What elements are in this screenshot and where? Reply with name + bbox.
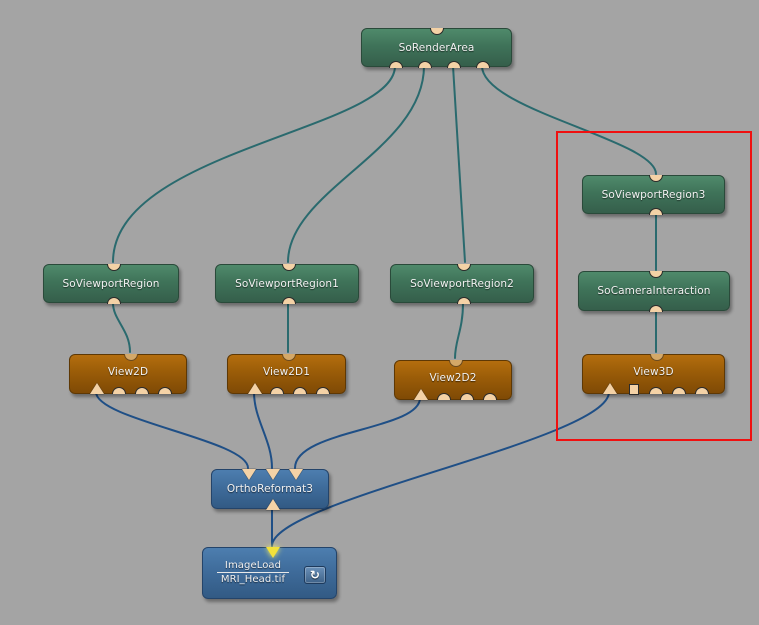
- node-view2d2[interactable]: View2D2: [394, 360, 512, 400]
- output-port[interactable]: [107, 297, 121, 304]
- wire-renderarea-viewportregion2: [452, 65, 466, 263]
- output-port[interactable]: [158, 387, 172, 394]
- node-label: View2D1: [262, 366, 311, 378]
- node-label: SoViewportRegion: [62, 277, 160, 290]
- output-port[interactable]: [242, 469, 256, 480]
- node-orthoreformat3[interactable]: OrthoReformat3: [211, 469, 329, 510]
- reload-button[interactable]: ↻: [304, 566, 326, 584]
- node-view2d[interactable]: View2D: [69, 354, 187, 394]
- node-sorenderarea[interactable]: SoRenderArea: [361, 28, 512, 68]
- node-view3d[interactable]: View3D: [582, 354, 725, 395]
- node-socamerainteraction[interactable]: SoCameraInteraction: [578, 271, 730, 312]
- imageload-text: ImageLoad MRI_Head.tif: [217, 560, 289, 585]
- output-port[interactable]: [695, 387, 709, 394]
- input-port[interactable]: [457, 264, 471, 271]
- inventor-input-port[interactable]: [449, 360, 463, 367]
- node-soviewportregion1[interactable]: SoViewportRegion1: [215, 264, 359, 304]
- output-port[interactable]: [649, 208, 663, 215]
- output-port[interactable]: [476, 61, 490, 68]
- node-soviewportregion2[interactable]: SoViewportRegion2: [390, 264, 534, 304]
- node-view2d1[interactable]: View2D1: [227, 354, 346, 394]
- base-input-port[interactable]: [629, 384, 639, 395]
- wire-viewportregion2-view2d2: [454, 302, 464, 359]
- output-port[interactable]: [316, 387, 330, 394]
- image-input-port[interactable]: [90, 383, 104, 394]
- output-port[interactable]: [270, 387, 284, 394]
- wire-view2d-orthoreformat: [95, 391, 249, 469]
- wire-renderarea-viewportregion1: [287, 65, 425, 263]
- input-port[interactable]: [649, 271, 663, 278]
- file-name: MRI_Head.tif: [220, 574, 286, 585]
- wire-view2d2-orthoreformat: [294, 397, 421, 469]
- node-label: SoViewportRegion2: [410, 277, 514, 290]
- node-soviewportregion3[interactable]: SoViewportRegion3: [582, 175, 725, 215]
- output-port[interactable]: [418, 61, 432, 68]
- wire-viewportregion-view2d: [112, 302, 131, 353]
- output-port[interactable]: [389, 61, 403, 68]
- input-port[interactable]: [430, 28, 444, 35]
- wire-renderarea-viewportregion: [112, 65, 396, 263]
- reload-icon: ↻: [309, 568, 321, 582]
- output-port[interactable]: [112, 387, 126, 394]
- node-label: View2D: [107, 366, 149, 378]
- output-port[interactable]: [293, 387, 307, 394]
- wire-renderarea-viewportregion3: [481, 65, 657, 175]
- image-input-port[interactable]: [603, 383, 617, 394]
- output-port[interactable]: [282, 297, 296, 304]
- wire-imageload-view3d: [271, 391, 610, 547]
- node-label: SoViewportRegion3: [601, 188, 706, 201]
- output-port[interactable]: [266, 547, 280, 558]
- output-port[interactable]: [483, 393, 497, 400]
- output-port[interactable]: [447, 61, 461, 68]
- image-input-port[interactable]: [266, 499, 280, 510]
- node-imageload[interactable]: ImageLoad MRI_Head.tif ↻: [202, 547, 337, 599]
- node-label: View3D: [633, 366, 674, 378]
- node-label: SoViewportRegion1: [235, 277, 339, 290]
- inventor-input-port[interactable]: [650, 354, 664, 361]
- output-port[interactable]: [135, 387, 149, 394]
- node-soviewportregion[interactable]: SoViewportRegion: [43, 264, 179, 304]
- output-port[interactable]: [460, 393, 474, 400]
- input-port[interactable]: [282, 264, 296, 271]
- node-label: SoCameraInteraction: [597, 285, 711, 297]
- input-port[interactable]: [107, 264, 121, 271]
- image-input-port[interactable]: [414, 389, 428, 400]
- wire-view2d1-orthoreformat: [253, 391, 273, 469]
- node-label: OrthoReformat3: [226, 483, 314, 495]
- output-port[interactable]: [289, 469, 303, 480]
- output-port[interactable]: [437, 393, 451, 400]
- output-port[interactable]: [457, 297, 471, 304]
- output-port[interactable]: [266, 469, 280, 480]
- output-port[interactable]: [649, 387, 663, 394]
- output-port[interactable]: [649, 305, 663, 312]
- input-port[interactable]: [649, 175, 663, 182]
- image-input-port[interactable]: [248, 383, 262, 394]
- node-label: SoRenderArea: [398, 41, 475, 54]
- node-label: View2D2: [429, 372, 477, 384]
- inventor-input-port[interactable]: [124, 354, 138, 361]
- inventor-input-port[interactable]: [282, 354, 296, 361]
- node-label: ImageLoad: [217, 560, 289, 573]
- output-port[interactable]: [672, 387, 686, 394]
